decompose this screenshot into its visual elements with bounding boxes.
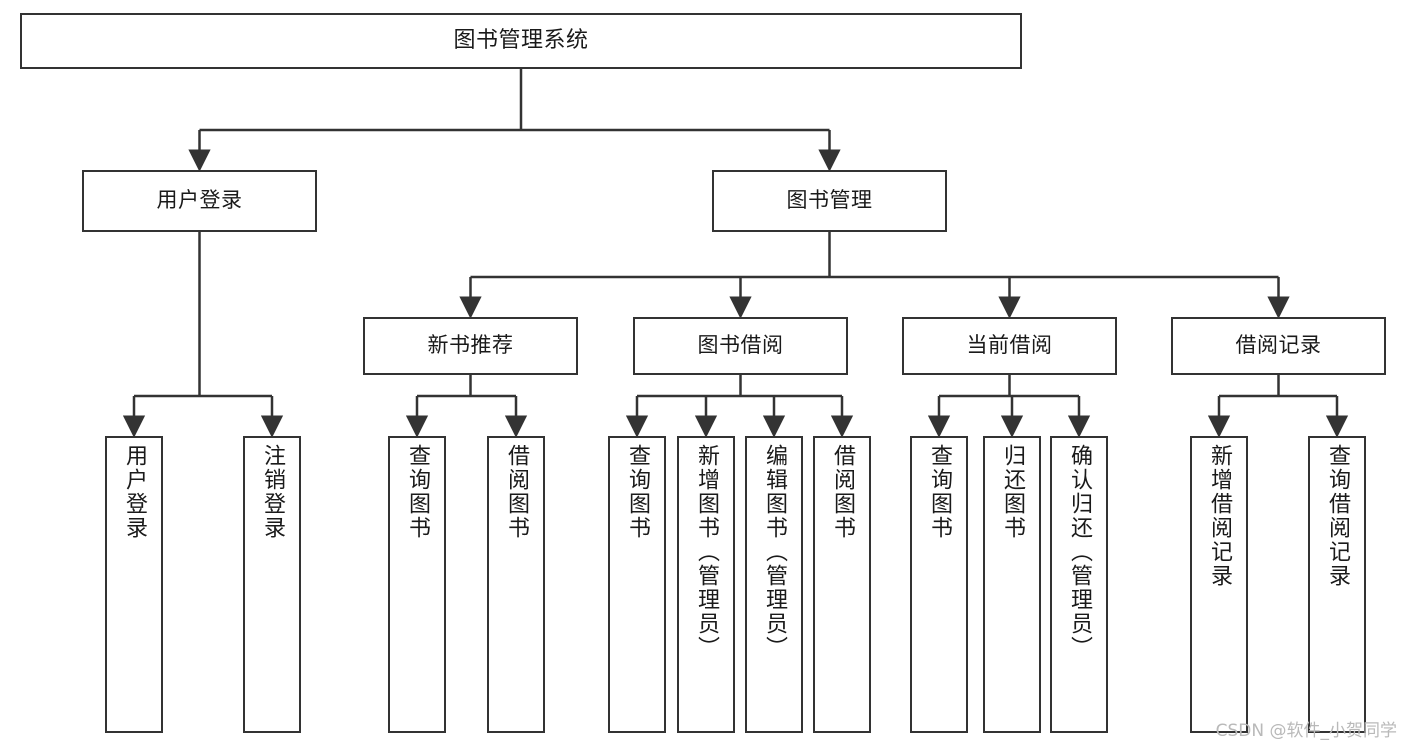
node-label: 查询图书 — [405, 444, 430, 540]
node-label: 查询图书 — [927, 444, 952, 540]
node-leaf-cur-confirm: 确认归还（管理员） — [1050, 436, 1108, 733]
csdn-watermark: CSDN @软件_小贺同学 — [1215, 721, 1397, 741]
node-newbook: 新书推荐 — [363, 317, 578, 375]
node-label: 新增图书（管理员） — [694, 444, 719, 660]
node-label: 用户登录 — [122, 444, 147, 540]
node-leaf-bw-query: 查询图书 — [608, 436, 666, 733]
node-label: 查询图书 — [625, 444, 650, 540]
node-leaf-bw-add: 新增图书（管理员） — [677, 436, 735, 733]
node-bookmgmt: 图书管理 — [712, 170, 947, 232]
node-label: 借阅图书 — [830, 444, 855, 540]
node-label: 编辑图书（管理员） — [762, 444, 787, 660]
node-leaf-cur-return: 归还图书 — [983, 436, 1041, 733]
node-label: 新书推荐 — [427, 333, 514, 358]
node-label: 图书管理 — [786, 188, 873, 213]
node-label: 注销登录 — [260, 444, 285, 540]
node-borrow: 图书借阅 — [633, 317, 848, 375]
node-label: 图书管理系统 — [453, 27, 589, 53]
node-leaf-bw-borrow: 借阅图书 — [813, 436, 871, 733]
node-leaf-bw-edit: 编辑图书（管理员） — [745, 436, 803, 733]
node-leaf-nb-borrow: 借阅图书 — [487, 436, 545, 733]
node-label: 查询借阅记录 — [1325, 444, 1350, 588]
node-leaf-cur-query: 查询图书 — [910, 436, 968, 733]
node-login: 用户登录 — [82, 170, 317, 232]
node-label: 用户登录 — [156, 188, 243, 213]
node-current: 当前借阅 — [902, 317, 1117, 375]
node-label: 归还图书 — [1000, 444, 1025, 540]
node-records: 借阅记录 — [1171, 317, 1386, 375]
node-leaf-nb-query: 查询图书 — [388, 436, 446, 733]
node-label: 当前借阅 — [966, 333, 1053, 358]
node-label: 借阅记录 — [1235, 333, 1322, 358]
node-leaf-rec-add: 新增借阅记录 — [1190, 436, 1248, 733]
node-label: 图书借阅 — [697, 333, 784, 358]
node-leaf-user-login: 用户登录 — [105, 436, 163, 733]
node-label: 新增借阅记录 — [1207, 444, 1232, 588]
node-label: 确认归还（管理员） — [1067, 444, 1092, 660]
node-leaf-rec-query: 查询借阅记录 — [1308, 436, 1366, 733]
node-root: 图书管理系统 — [20, 13, 1022, 69]
node-label: 借阅图书 — [504, 444, 529, 540]
node-leaf-user-logout: 注销登录 — [243, 436, 301, 733]
